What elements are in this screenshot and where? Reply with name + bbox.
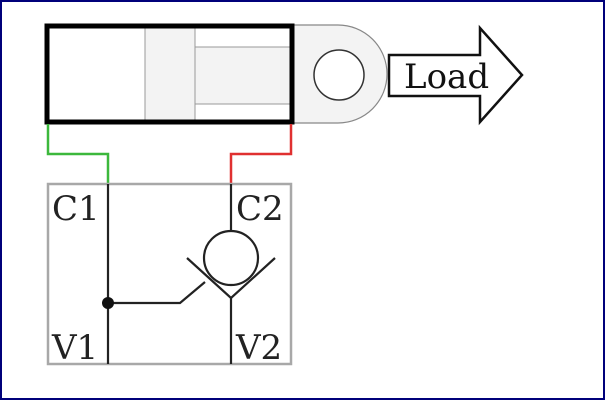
hose-c2: [229, 124, 293, 184]
cylinder-rod: [194, 46, 293, 105]
load-label: Load: [404, 57, 489, 97]
cylinder: [44, 23, 295, 125]
cylinder-outline: [44, 23, 295, 125]
rod-eye-hole: [313, 49, 365, 101]
port-label-c1: C1: [52, 189, 100, 229]
port-label-v2: V2: [235, 328, 282, 368]
hose-c1: [46, 124, 110, 184]
rod-eye: [291, 24, 388, 124]
valve-internals: [106, 184, 276, 364]
pilot-line: [108, 281, 206, 305]
check-valve-ball: [202, 229, 260, 287]
port-label-v1: V1: [51, 328, 98, 368]
check-valve-seat: [186, 257, 276, 300]
port-label-c2: C2: [236, 189, 284, 229]
cylinder-piston: [144, 27, 196, 121]
load-arrow: Load: [387, 24, 524, 126]
junction-dot: [102, 297, 114, 309]
